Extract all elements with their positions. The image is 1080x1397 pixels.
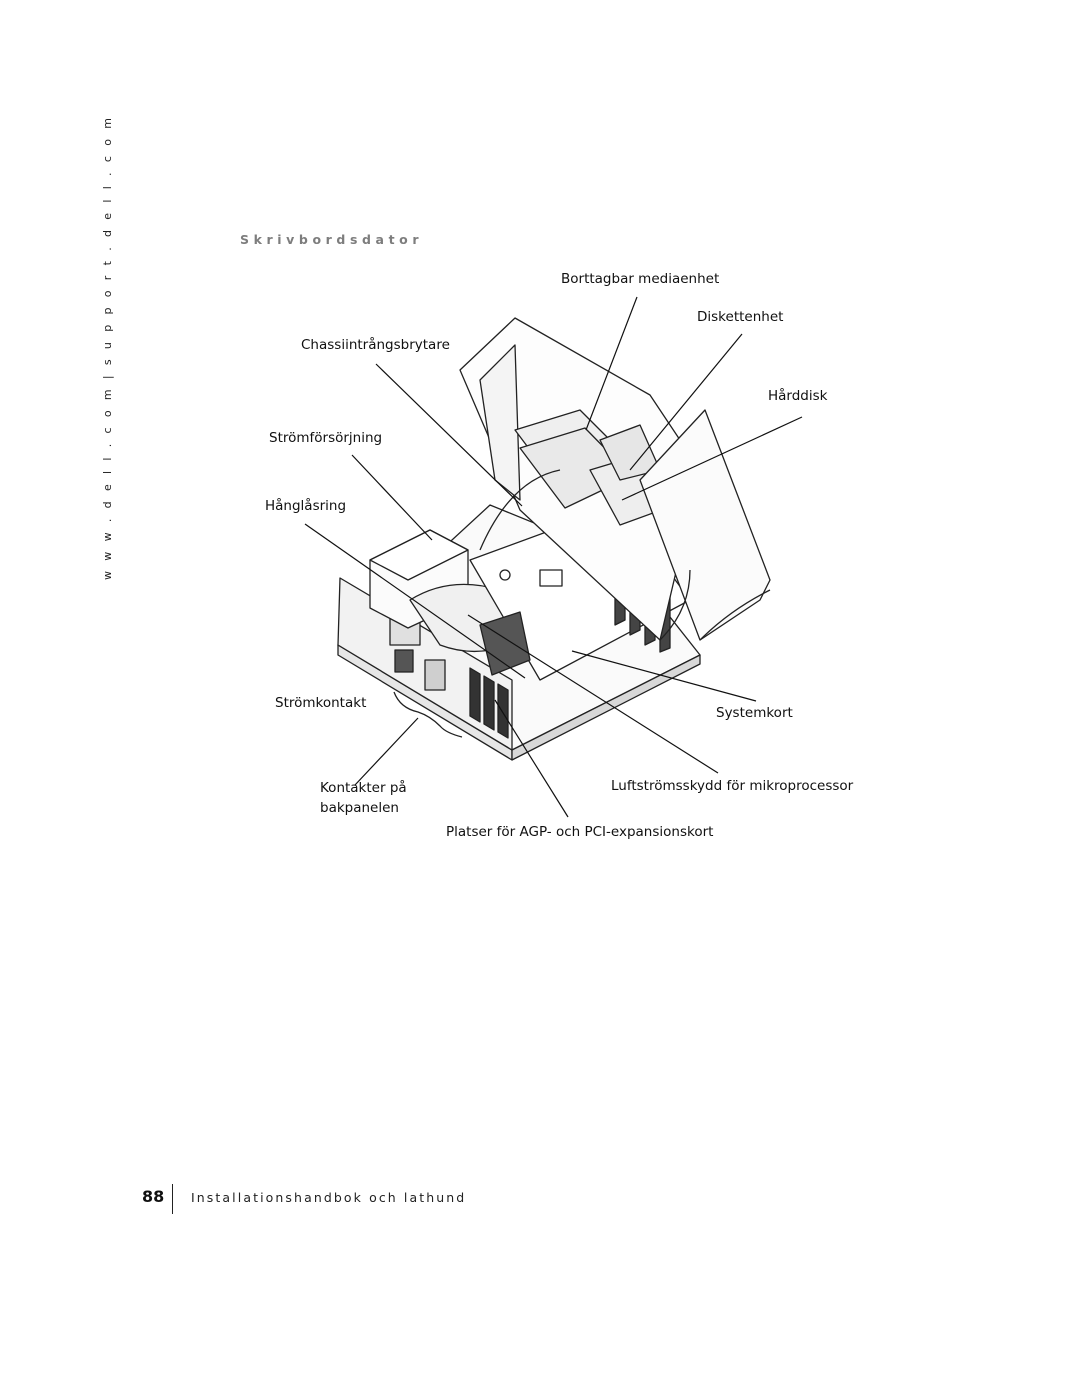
callout-padlock-ring: Hånglåsring	[265, 498, 347, 514]
callout-power-connector: Strömkontakt	[275, 695, 367, 711]
callout-airflow-shroud: Luftströmsskydd för mikroprocessor	[611, 778, 854, 794]
section-title: Skrivbordsdator	[240, 232, 424, 247]
back-panel-brace	[393, 691, 463, 738]
callout-removable-media: Borttagbar mediaenhet	[561, 271, 720, 287]
callout-expansion-slots: Platser för AGP- och PCI-expansionskort	[446, 824, 714, 840]
side-cover	[639, 409, 771, 641]
callout-power-supply: Strömförsörjning	[269, 430, 383, 446]
callout-hard-drive: Hårddisk	[768, 388, 828, 404]
callout-back-panel-line2: bakpanelen	[320, 800, 399, 816]
footer-title: Installationshandbok och lathund	[191, 1190, 467, 1205]
page-number: 88	[142, 1187, 165, 1206]
callout-back-panel-line1: Kontakter på	[320, 780, 407, 796]
footer-divider	[172, 1184, 173, 1214]
callout-chassis-intrusion: Chassiintrångsbrytare	[301, 337, 450, 353]
callout-system-board: Systemkort	[716, 705, 793, 721]
callout-floppy-drive: Diskettenhet	[697, 309, 784, 325]
